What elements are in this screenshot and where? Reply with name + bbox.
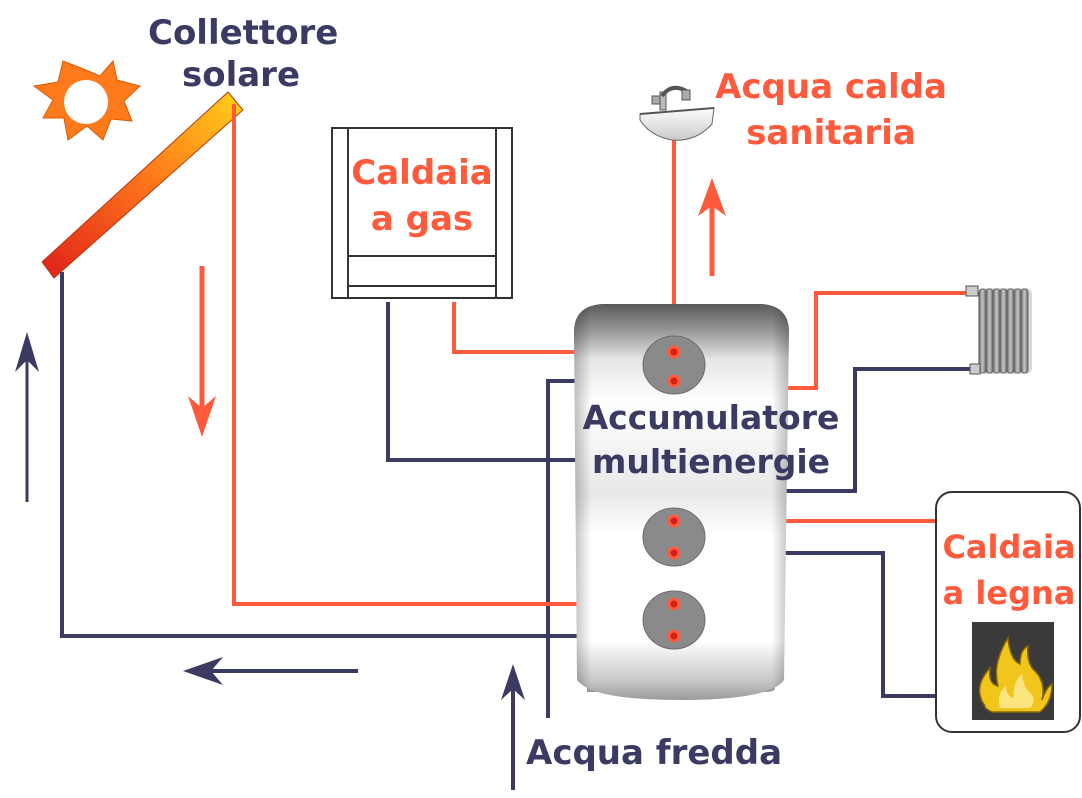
gas-boiler-label-line2: a gas (370, 199, 474, 239)
flow-arrows (15, 178, 726, 790)
fire-icon (972, 622, 1054, 720)
gas-boiler-label: Caldaia a gas (336, 150, 508, 242)
sink-icon (639, 85, 715, 141)
hot-water-label-line1: Acqua calda (715, 67, 947, 107)
hot-water-label-line2: sanitaria (746, 113, 916, 153)
accumulator-label-line2: multienergie (591, 442, 831, 481)
cold-water-pipes (60, 272, 975, 718)
accumulator-label: Accumulatore multienergie (576, 396, 846, 484)
tank-ports (642, 335, 706, 650)
solar-collector-label-line1: Collettore (148, 13, 339, 53)
solar-collector-label: Collettore solare (148, 12, 339, 96)
gas-boiler-label-line1: Caldaia (351, 153, 493, 193)
accumulator-label-line1: Accumulatore (582, 398, 840, 437)
wood-boiler-label: Caldaia a legna (938, 524, 1080, 616)
accumulator-tank (574, 304, 789, 700)
sun-icon (32, 59, 142, 141)
wood-boiler-label-line1: Caldaia (942, 528, 1076, 566)
solar-collector-label-line2: solare (181, 55, 301, 95)
wood-boiler-label-line2: a legna (942, 574, 1076, 612)
cold-water-label: Acqua fredda (526, 733, 783, 773)
gas-boiler (331, 127, 513, 299)
radiator-icon (965, 285, 1032, 375)
solar-collector-icon (41, 91, 244, 279)
hot-water-label: Acqua calda sanitaria (715, 64, 947, 156)
